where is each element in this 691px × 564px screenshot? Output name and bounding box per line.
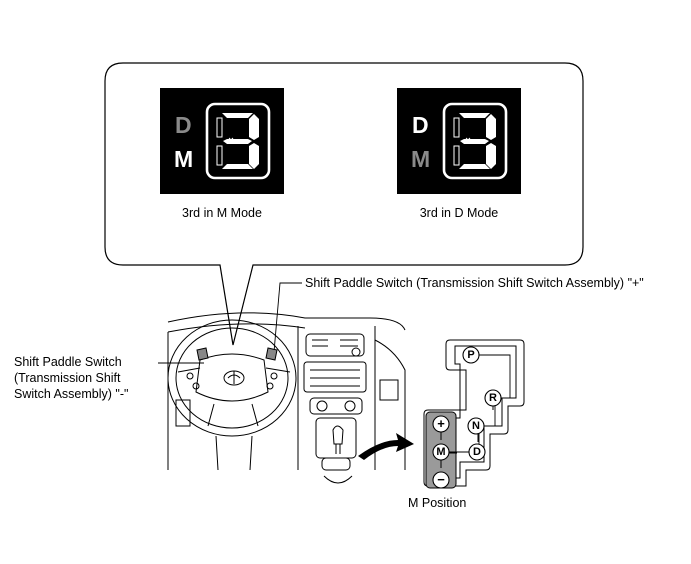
left-indicator-d: D [175, 112, 192, 138]
right-indicator-m: M [411, 146, 431, 172]
paddle-minus-label-line3: Switch Assembly) "-" [14, 387, 129, 401]
left-display [160, 88, 284, 194]
gate-d: D [473, 446, 481, 458]
m-position-label: M Position [408, 496, 467, 510]
left-display-caption: 3rd in M Mode [182, 206, 262, 220]
pointer-arrow [358, 433, 414, 460]
gate-position-circles [432, 346, 502, 489]
right-display [397, 88, 521, 194]
paddle-minus-label-line1: Shift Paddle Switch [14, 355, 122, 369]
gate-r: R [489, 392, 497, 404]
right-indicator-d: D [412, 112, 429, 138]
gate-m: M [436, 446, 446, 458]
gate-p: P [467, 349, 475, 361]
gate-n: N [472, 420, 480, 432]
left-indicator-m: M [174, 146, 194, 172]
leader-lines [158, 282, 302, 364]
paddle-minus-label-line2: (Transmission Shift [14, 371, 121, 385]
gate-plus: + [437, 416, 445, 431]
gate-minus: − [437, 472, 445, 487]
right-display-caption: 3rd in D Mode [419, 206, 499, 220]
dashboard-illustration [167, 312, 406, 484]
paddle-plus-label: Shift Paddle Switch (Transmission Shift … [305, 276, 644, 290]
